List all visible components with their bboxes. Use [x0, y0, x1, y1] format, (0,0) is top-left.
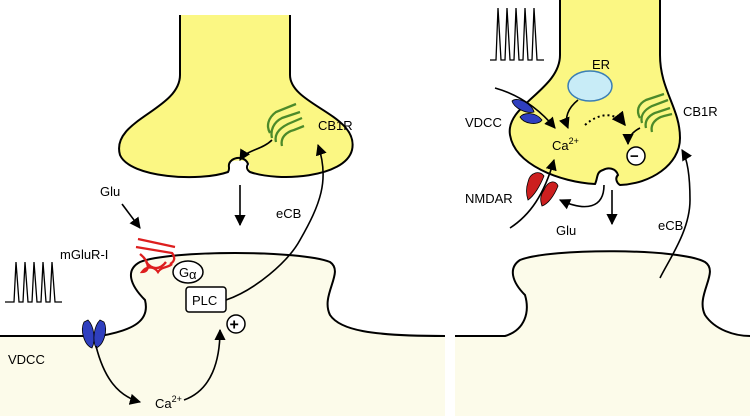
- left-mglur-receptor: [135, 237, 176, 275]
- right-ecb-label: eCB: [658, 218, 683, 233]
- left-ecb-label: eCB: [276, 206, 301, 221]
- right-glu-arrow: [558, 184, 605, 210]
- left-mglur-label: mGluR-I: [60, 247, 108, 262]
- right-dotted-arrow: [584, 110, 626, 127]
- right-minus-circle: [626, 146, 646, 166]
- right-ca-label: Ca2+: [552, 136, 579, 153]
- right-nmdar-label: NMDAR: [465, 191, 513, 206]
- left-vdcc-label: VDCC: [8, 352, 45, 367]
- right-minus-sign: −: [630, 148, 639, 165]
- left-postsynaptic-spine: [0, 253, 445, 416]
- left-ecb-arrow: [225, 143, 327, 301]
- right-panel: ER VDCC Ca2+ CB1R − N: [455, 0, 750, 416]
- left-cb1r-receptor: [266, 102, 305, 147]
- left-glu-label: Glu: [100, 184, 120, 199]
- left-plus-circle: [226, 314, 246, 334]
- left-galpha-alpha: α: [189, 267, 197, 282]
- right-cb1r-label: CB1R: [683, 104, 718, 119]
- right-ecb-arrow: [659, 149, 692, 279]
- right-er-organelle: [567, 70, 613, 102]
- left-plc-label: PLC: [192, 293, 217, 308]
- left-vdcc-channel: [82, 319, 106, 349]
- right-action-potentials: [490, 7, 544, 61]
- left-galpha-g: G: [179, 265, 189, 280]
- right-presynaptic-outline: [508, 0, 682, 187]
- right-er-label: ER: [592, 57, 610, 72]
- left-glu-arrow: [121, 203, 141, 229]
- left-galpha-protein: [172, 260, 204, 284]
- right-vdcc-influx-arrow: [494, 87, 556, 129]
- left-ca-influx-arrow: [95, 345, 142, 405]
- right-postsynaptic-outline: [455, 250, 750, 337]
- left-presynaptic-terminal: [119, 15, 353, 178]
- left-postsynaptic-outline: [0, 252, 446, 337]
- left-action-potentials: [5, 261, 62, 303]
- right-er-release-arrow: [559, 99, 579, 130]
- right-glu-label: Glu: [556, 223, 576, 238]
- right-nmdar-influx-arrow: [509, 158, 557, 229]
- left-plus-sign: +: [230, 317, 239, 334]
- left-panel: CB1R Glu mGluR-I G α PLC eCB +: [0, 15, 446, 416]
- right-vdcc-label: VDCC: [465, 115, 502, 130]
- right-postsynaptic-spine: [455, 251, 750, 416]
- right-cb1r-arrow: [622, 127, 641, 146]
- right-vdcc-channel: [511, 99, 543, 124]
- left-cb1r-label: CB1R: [318, 118, 353, 133]
- left-ca-label: Ca2+: [155, 394, 182, 411]
- left-cb1r-inhibit-arrow: [239, 139, 273, 161]
- right-nmdar-channel: [526, 172, 559, 207]
- right-cb1r-receptor: [636, 92, 673, 133]
- left-ca-to-plc-arrow: [183, 328, 226, 401]
